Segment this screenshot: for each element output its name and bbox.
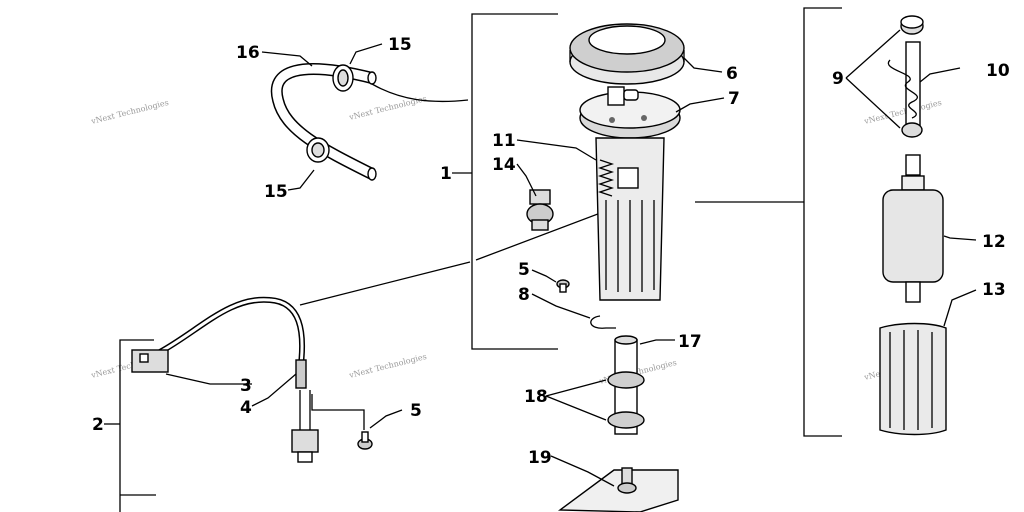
screw (556, 279, 570, 293)
callout-8: 8 (518, 285, 530, 305)
hose-clamp (306, 137, 330, 163)
watermark: vNext Technologies (347, 352, 427, 380)
fuel-hose (270, 63, 469, 181)
pump-flange (579, 86, 681, 139)
callout-6: 6 (726, 64, 738, 84)
connector-3 (131, 349, 169, 373)
hose-clamp (332, 64, 354, 92)
watermark: vNext Technologies (862, 98, 942, 126)
callout-15: 15 (264, 182, 288, 202)
sleeve-4 (295, 359, 307, 389)
clamp-9-top (900, 15, 924, 35)
callout-11: 11 (492, 131, 516, 151)
fuel-pump-12 (882, 154, 944, 303)
callout-10: 10 (986, 61, 1010, 81)
pump-module-body (595, 137, 665, 301)
callout-17: 17 (678, 332, 702, 352)
watermark: vNext Technologies (89, 98, 169, 126)
callout-15: 15 (388, 35, 412, 55)
callout-3: 3 (240, 376, 252, 396)
watermark: vNext Technologies (347, 94, 427, 122)
o-ring-seal (607, 371, 645, 389)
grommet (526, 189, 554, 231)
callout-1: 1 (440, 164, 452, 184)
connector (291, 429, 319, 463)
o-ring-seal (607, 411, 645, 429)
callout-19: 19 (528, 448, 552, 468)
level-sender (557, 467, 679, 512)
wiring-harness (131, 296, 319, 463)
leader-lines (165, 29, 977, 487)
callout-labels: 1 2 3 4 5 5 6 7 8 9 10 11 12 13 14 15 15… (92, 35, 1010, 468)
callout-14: 14 (492, 155, 516, 175)
watermarks: vNext Technologies vNext Technologies vN… (89, 94, 942, 386)
callout-16: 16 (236, 43, 260, 63)
strainer-13 (879, 322, 947, 436)
callout-18: 18 (524, 387, 548, 407)
callout-4: 4 (240, 398, 252, 418)
callout-13: 13 (982, 280, 1006, 300)
clamp-9-bottom (901, 122, 923, 138)
retaining-clip (590, 315, 616, 329)
callout-2: 2 (92, 415, 104, 435)
callout-7: 7 (728, 89, 740, 109)
callout-5: 5 (410, 401, 422, 421)
assembly-brackets (104, 7, 842, 512)
screw (357, 431, 373, 450)
callout-12: 12 (982, 232, 1006, 252)
lock-ring (569, 23, 685, 85)
callout-9: 9 (832, 69, 844, 89)
callout-5: 5 (518, 260, 530, 280)
hose-10 (887, 41, 921, 135)
